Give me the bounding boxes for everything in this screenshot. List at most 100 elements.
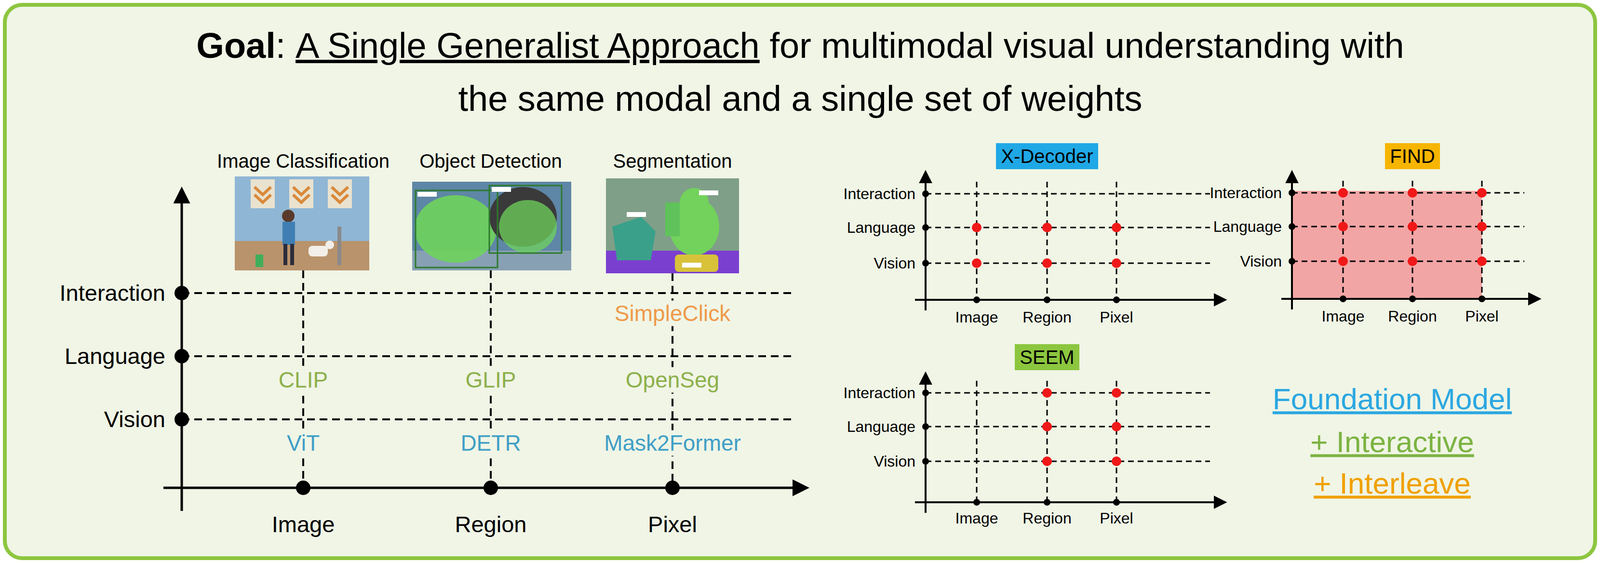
- model-name: ViT: [283, 430, 323, 457]
- task-heading: Object Detection: [419, 149, 563, 173]
- coverage-area: [1291, 190, 1482, 299]
- image-part: [331, 187, 349, 203]
- image-part: [254, 187, 271, 203]
- axis-column-label: Image: [955, 509, 999, 528]
- axis-row-label: Vision: [873, 452, 916, 471]
- axis-dot: [1043, 296, 1051, 304]
- axis-dot: [483, 480, 498, 496]
- image-part: [289, 179, 314, 209]
- image-part: [491, 187, 511, 192]
- capability-dot: [1042, 258, 1052, 269]
- capability-dot: [1477, 188, 1487, 198]
- axis-column-label: Region: [1022, 509, 1072, 528]
- capability-dot: [971, 258, 982, 269]
- dashed-gridline: [925, 460, 1211, 463]
- image-part: [415, 190, 498, 268]
- chart-title-box: SEEM: [1014, 344, 1079, 371]
- axis-column-label: Pixel: [1099, 509, 1133, 528]
- capability-dot: [1407, 188, 1418, 198]
- dashed-gridline: [1115, 181, 1118, 300]
- axis-dot: [1288, 223, 1296, 230]
- axis-dot: [922, 457, 929, 465]
- summary-text: + Interleave: [1313, 466, 1471, 501]
- axis-dot: [1113, 498, 1120, 506]
- capability-dot: [1407, 256, 1418, 267]
- axis-column-label: Pixel: [1465, 307, 1499, 326]
- axis-row-label: Interaction: [843, 185, 916, 203]
- dashed-gridline: [1342, 180, 1345, 299]
- capability-dot: [1042, 421, 1052, 432]
- capability-dot: [971, 222, 982, 233]
- capability-dot: [1042, 388, 1052, 398]
- title-punctuation: :: [275, 25, 286, 66]
- axis-row-label: Vision: [1239, 252, 1282, 271]
- dashed-gridline: [976, 380, 978, 503]
- title-keyword: Goal: [196, 25, 276, 66]
- classification-image: [234, 176, 370, 271]
- mini-chart: [1281, 172, 1539, 310]
- model-name: CLIP: [275, 367, 331, 393]
- image-part: [337, 226, 342, 266]
- axis-column-label: Image: [271, 511, 336, 538]
- title-emphasis: A Single Generalist Approach: [295, 25, 760, 66]
- image-part: [325, 240, 335, 250]
- dashed-gridline: [181, 292, 796, 295]
- axis-column-label: Image: [955, 308, 999, 327]
- summary-text: Foundation Model: [1272, 381, 1512, 417]
- axis-row-label: Language: [64, 343, 166, 370]
- summary-text: + Interactive: [1310, 424, 1474, 459]
- axis-dot: [922, 224, 929, 231]
- mini-chart: [914, 374, 1225, 513]
- capability-dot: [1111, 388, 1122, 398]
- dashed-gridline: [1046, 380, 1049, 503]
- axis-dot: [174, 412, 189, 427]
- dashed-gridline: [925, 426, 1211, 428]
- model-name: DETR: [457, 430, 524, 457]
- axis-dot: [1288, 257, 1296, 265]
- axis-dot: [1043, 498, 1051, 506]
- model-name: GLIP: [462, 367, 520, 393]
- capability-dot: [1477, 221, 1487, 232]
- task-heading: Segmentation: [613, 149, 733, 173]
- axis-dot: [665, 480, 680, 496]
- axis-row-label: Vision: [104, 406, 166, 433]
- chart-title: X-Decoder: [1000, 144, 1093, 168]
- chart-title-box: X-Decoder: [995, 143, 1098, 170]
- image-part: [234, 176, 370, 271]
- axis-row-label: Language: [847, 417, 916, 436]
- task-heading: Image Classification: [216, 149, 390, 173]
- dashed-gridline: [1411, 180, 1414, 299]
- capability-dot: [1477, 256, 1487, 267]
- image-part: [327, 179, 352, 209]
- image-part: [498, 200, 557, 254]
- image-part: [605, 178, 740, 274]
- image-part: [665, 202, 680, 237]
- dashed-gridline: [976, 181, 978, 300]
- image-part: [412, 181, 572, 271]
- capability-dot: [1111, 456, 1122, 467]
- axis-column-label: Region: [1387, 307, 1437, 326]
- image-part: [283, 243, 288, 266]
- dashed-gridline: [1115, 380, 1118, 503]
- image-part: [234, 241, 370, 271]
- axis-dot: [922, 190, 929, 198]
- axis-dot: [295, 480, 311, 496]
- capability-dot: [1338, 256, 1348, 267]
- axis-row-label: Interaction: [59, 280, 166, 307]
- axis-dot: [1113, 296, 1120, 304]
- model-name: Mask2Former: [601, 430, 744, 457]
- x-axis: [914, 298, 1225, 301]
- image-part: [255, 254, 264, 268]
- detection-image: [412, 181, 572, 271]
- image-part: [699, 190, 719, 196]
- image-part: [489, 185, 562, 254]
- dashed-gridline: [925, 392, 1211, 394]
- capability-dot: [1042, 222, 1052, 233]
- axis-row-label: Language: [1213, 217, 1282, 236]
- axis-dot: [174, 285, 189, 301]
- dashed-gridline: [181, 418, 796, 421]
- capability-dot: [1338, 188, 1348, 198]
- image-part: [626, 212, 646, 217]
- axis-dot: [1409, 295, 1416, 303]
